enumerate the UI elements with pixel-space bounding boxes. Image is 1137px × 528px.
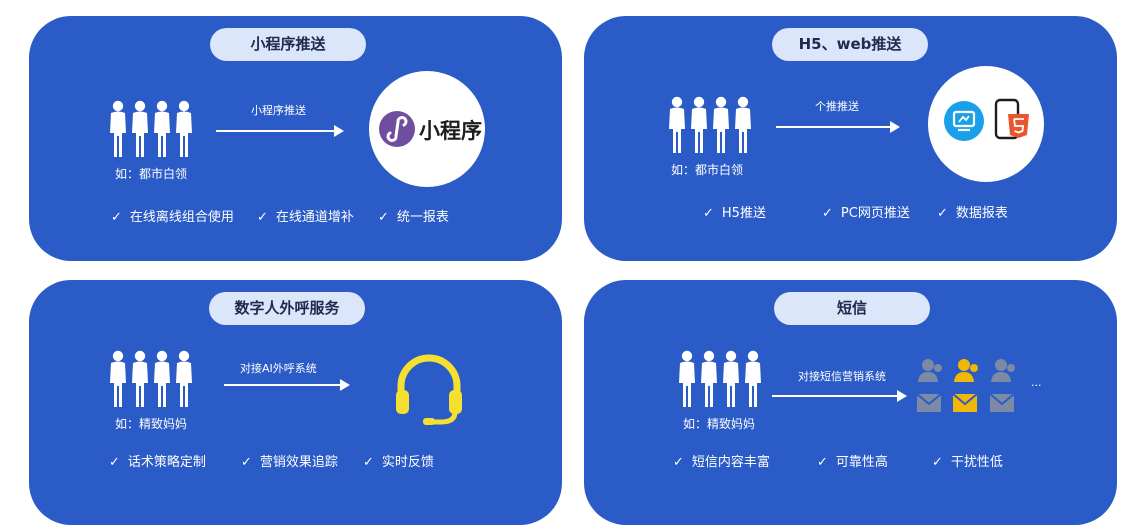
card-mini-program: 小程序推送 如：都市白领 小程序推送 小程序 ✓在线离线组合使用 ✓在线通道增补… — [29, 16, 562, 261]
arrow-label: 小程序推送 — [251, 104, 306, 117]
flow-arrow — [772, 390, 907, 402]
feature-list: ✓短信内容丰富 ✓可靠性高 ✓干扰性低 — [584, 451, 1117, 471]
arrow-label: 对接AI外呼系统 — [240, 362, 317, 375]
sms-user-icon — [916, 359, 942, 412]
mini-program-logo-icon — [379, 111, 415, 147]
flow-arrow — [776, 121, 900, 133]
feature-list: ✓H5推送 ✓PC网页推送 ✓数据报表 — [584, 202, 1117, 222]
monitor-icon — [944, 101, 984, 141]
card-sms: 短信 如：精致妈妈 对接短信营销系统 ... ✓短信内容丰富 ✓可靠性高 ✓干扰… — [584, 280, 1117, 525]
people-group-icon — [667, 96, 753, 154]
audience-label: 如：精致妈妈 — [115, 417, 188, 431]
audience-label: 如：精致妈妈 — [683, 417, 756, 431]
feature-item: ✓干扰性低 — [932, 455, 1003, 470]
card-title: 小程序推送 — [210, 28, 366, 61]
card-title: 数字人外呼服务 — [209, 292, 365, 325]
card-title: 短信 — [774, 292, 930, 325]
feature-item: ✓短信内容丰富 — [673, 455, 770, 470]
phone-html5-icon — [994, 98, 1029, 140]
mini-program-logo-badge: 小程序 — [369, 71, 485, 187]
audience-label: 如：都市白领 — [115, 167, 188, 181]
headset-icon — [396, 354, 462, 425]
people-group-icon — [108, 100, 194, 158]
people-group-icon — [108, 350, 194, 408]
feature-item: ✓实时反馈 — [363, 455, 434, 470]
audience-label: 如：都市白领 — [671, 163, 744, 177]
feature-list: ✓在线离线组合使用 ✓在线通道增补 ✓统一报表 — [29, 206, 562, 226]
feature-item: ✓PC网页推送 — [822, 206, 910, 221]
feature-item: ✓在线通道增补 — [257, 210, 354, 225]
mini-program-logo-text: 小程序 — [419, 119, 482, 143]
more-recipients-ellipsis: ... — [1031, 376, 1042, 389]
feature-item: ✓数据报表 — [937, 206, 1008, 221]
sms-user-icon — [952, 359, 978, 412]
arrow-label: 对接短信营销系统 — [798, 370, 886, 383]
flow-arrow — [224, 379, 350, 391]
arrow-label: 个推推送 — [815, 100, 859, 113]
flow-arrow — [216, 125, 344, 137]
card-h5-web: H5、web推送 如：都市白领 个推推送 ✓H5推送 ✓PC网页推送 ✓数据报表 — [584, 16, 1117, 261]
feature-item: ✓在线离线组合使用 — [111, 210, 234, 225]
card-ai-call: 数字人外呼服务 如：精致妈妈 对接AI外呼系统 ✓话术策略定制 ✓营销效果追踪 … — [29, 280, 562, 525]
people-group-icon — [677, 350, 763, 408]
feature-item: ✓营销效果追踪 — [241, 455, 338, 470]
feature-list: ✓话术策略定制 ✓营销效果追踪 ✓实时反馈 — [29, 451, 562, 471]
feature-item: ✓可靠性高 — [817, 455, 888, 470]
feature-item: ✓统一报表 — [378, 210, 449, 225]
card-title: H5、web推送 — [772, 28, 928, 61]
h5-web-logo-badge — [928, 66, 1044, 182]
feature-item: ✓H5推送 — [703, 206, 766, 221]
sms-user-icon — [989, 359, 1015, 412]
feature-item: ✓话术策略定制 — [109, 455, 206, 470]
